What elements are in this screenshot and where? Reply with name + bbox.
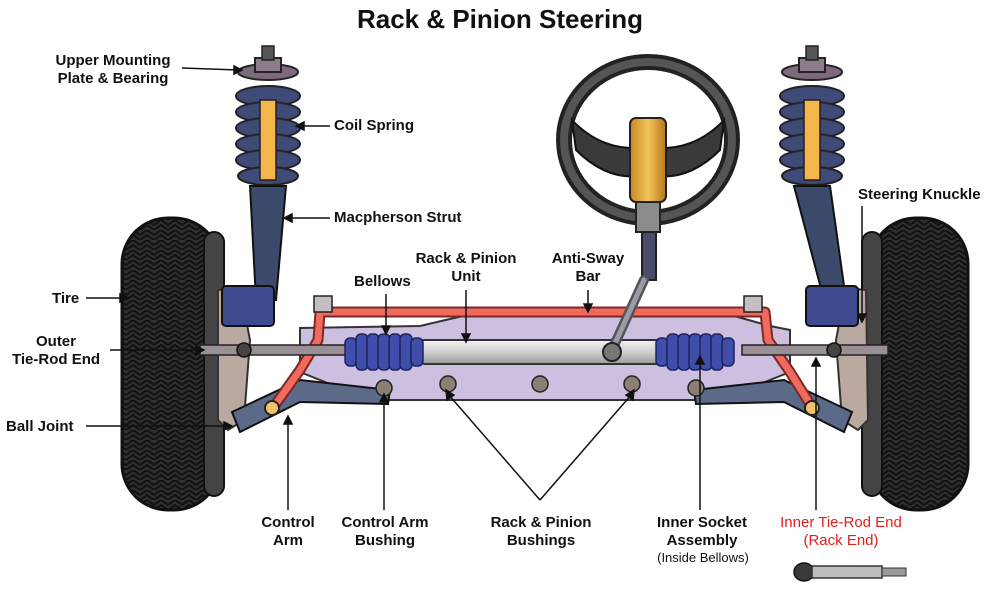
inner-tie-rod-end-part [793,562,907,582]
label-upper-mounting: Upper Mounting Plate & Bearing [38,52,188,88]
label-anti-sway-line2: Bar [575,268,601,285]
label-control-arm: Control Arm [248,514,328,550]
right-control-arm [692,378,854,434]
label-bellows: Bellows [354,273,411,290]
label-rack-pinion-bushings-line1: Rack & Pinion [490,514,592,531]
right-strut-assembly [779,45,859,327]
right-tire [861,216,970,512]
leader-lines [86,64,868,510]
left-tire [120,216,225,512]
steering-column [602,117,667,362]
label-rack-pinion-bushings: Rack & Pinion Bushings [474,514,608,550]
label-inner-tie-rod-line2: (Rack End) [803,532,879,549]
label-upper-mounting-line1: Upper Mounting [55,52,171,69]
label-steering-knuckle: Steering Knuckle [858,186,981,203]
label-control-arm-bushing: Control Arm Bushing [330,514,440,550]
label-control-arm-line2: Arm [272,532,303,549]
label-inner-tie-rod-line1: Inner Tie-Rod End [780,514,902,531]
label-control-arm-bushing-line2: Bushing [355,532,415,549]
left-bellows [344,333,424,371]
label-inner-socket-line1: Inner Socket [656,514,748,531]
label-control-arm-line1: Control [261,514,315,531]
label-rack-pinion-unit-line2: Unit [451,268,481,285]
label-outer-tie-rod-line1: Outer [35,333,76,350]
label-inner-socket-line2: Assembly [666,532,738,549]
label-control-arm-bushing-line1: Control Arm [341,514,429,531]
label-anti-sway-bar: Anti-Sway Bar [538,250,638,286]
label-outer-tie-rod-line2: Tie-Rod End [11,351,101,368]
label-inner-socket-assembly: Inner Socket Assembly [640,514,764,550]
label-inner-tie-rod-end: Inner Tie-Rod End (Rack End) [766,514,916,550]
label-macpherson-strut: Macpherson Strut [334,209,462,226]
label-rack-pinion-unit: Rack & Pinion Unit [396,250,536,286]
label-rack-pinion-bushings-line2: Bushings [506,532,576,549]
label-coil-spring: Coil Spring [334,117,414,134]
diagram-title: Rack & Pinion Steering [356,4,644,34]
label-upper-mounting-line2: Plate & Bearing [57,70,169,87]
anti-sway-bar [264,295,820,416]
label-anti-sway-line1: Anti-Sway [551,250,625,267]
right-bellows [655,333,735,371]
label-tire: Tire [52,290,80,307]
label-ball-joint: Ball Joint [6,418,74,435]
left-strut-assembly [221,45,301,327]
label-inner-socket-note: (Inside Bellows) [657,550,749,565]
label-rack-pinion-unit-line1: Rack & Pinion [415,250,517,267]
label-outer-tie-rod-end: Outer Tie-Rod End [2,333,110,369]
left-control-arm [230,378,392,434]
rack-housing [419,339,661,365]
